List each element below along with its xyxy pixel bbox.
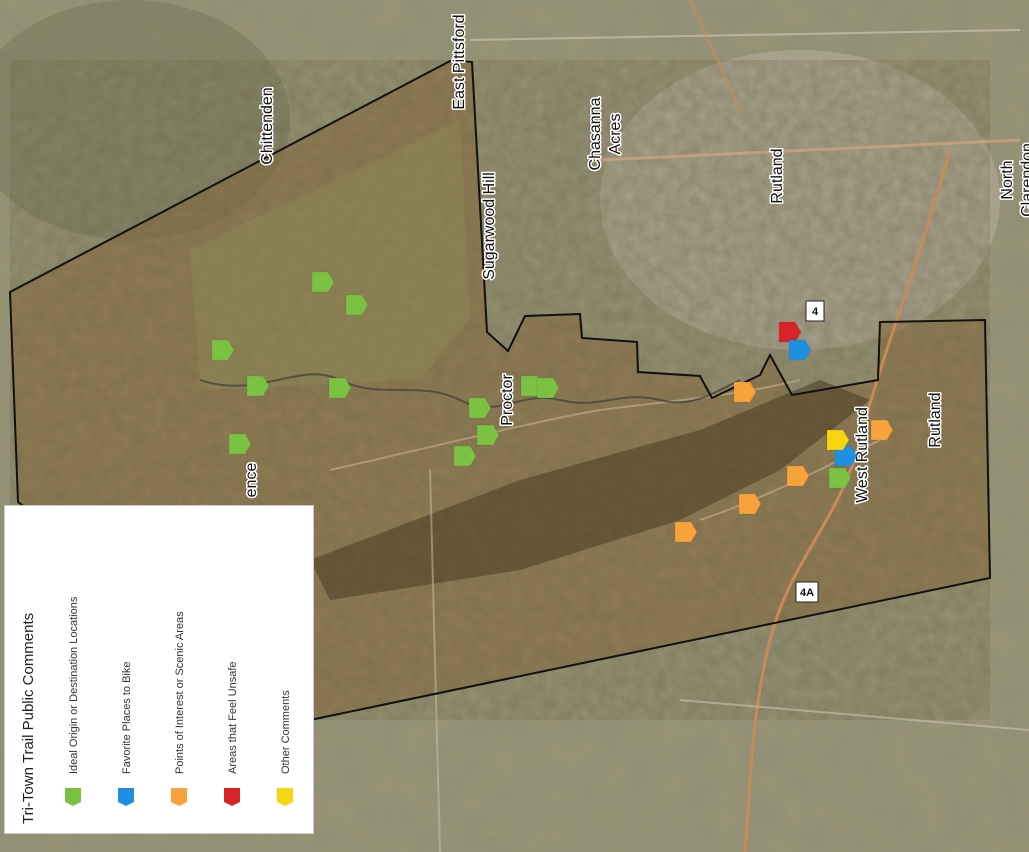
forest-area: [0, 0, 290, 240]
road-us7: [743, 149, 952, 852]
svg-text:Rutland: Rutland: [927, 392, 944, 447]
legend-marker-icon: [224, 788, 240, 806]
road-north: [689, 0, 741, 111]
svg-text:ence: ence: [243, 463, 260, 498]
legend-marker-icon: [277, 788, 293, 806]
marker-favorite-bike[interactable]: [788, 339, 812, 361]
comment-markers: [211, 271, 894, 543]
legend-item-label: Favorite Places to Bike: [121, 662, 133, 775]
road-us4-north: [599, 138, 1021, 162]
us4-shield: 4: [805, 300, 825, 322]
label-rutland-city: Rutland Rutland: [768, 147, 788, 205]
svg-text:Chasanna: Chasanna: [587, 97, 604, 170]
marker-ideal-origin[interactable]: [476, 424, 500, 446]
svg-text:Sugarwood Hill: Sugarwood Hill: [481, 172, 498, 280]
marker-points-interest[interactable]: [733, 381, 757, 403]
legend-items: Ideal Origin or Destination Locations Fav…: [65, 596, 293, 806]
road-south: [679, 699, 1029, 731]
study-area-boundary: [8, 58, 992, 722]
marker-points-interest[interactable]: [786, 465, 810, 487]
svg-text:Clarendon: Clarendon: [1019, 143, 1029, 217]
legend-marker-icon: [65, 788, 81, 806]
marker-ideal-origin[interactable]: [453, 445, 477, 467]
legend-item-text: Favorite Places to Bike: [121, 662, 133, 775]
marker-unsafe[interactable]: [778, 321, 802, 343]
label-chasanna-acres-2: Acres Acres: [606, 112, 626, 156]
svg-text:North: North: [999, 160, 1016, 199]
label-north-clarendon: North North: [998, 159, 1018, 201]
legend-marker-icon: [171, 788, 187, 806]
svg-text:ence: ence: [243, 463, 260, 498]
svg-text:West Rutland: West Rutland: [854, 407, 871, 503]
legend-marker-icon: [118, 788, 134, 806]
road-southwest: [429, 469, 441, 852]
marker-points-interest[interactable]: [674, 521, 698, 543]
label-chasanna-acres: Chasanna Chasanna: [586, 96, 606, 172]
marker-ideal-origin[interactable]: [468, 397, 492, 419]
svg-text:East Pittsford: East Pittsford: [451, 14, 468, 109]
svg-text:Rutland: Rutland: [769, 148, 786, 203]
label-rutland-town: Rutland Rutland: [926, 391, 946, 449]
svg-text:Proctor: Proctor: [499, 374, 516, 426]
marker-ideal-origin[interactable]: [536, 377, 560, 399]
label-sugarwood-hill: Sugarwood Hill Sugarwood Hill: [480, 171, 500, 282]
marker-ideal-origin[interactable]: [211, 339, 235, 361]
marker-ideal-origin[interactable]: [228, 433, 252, 455]
legend-item-text: Areas that Feel Unsafe: [227, 661, 239, 774]
marker-other[interactable]: [826, 429, 850, 451]
river: [199, 373, 741, 409]
label-proctor: Proctor Proctor: [498, 372, 518, 427]
label-west-rutland: West Rutland West Rutland: [853, 406, 873, 505]
svg-text:Acres: Acres: [607, 114, 624, 155]
svg-text:Chittenden: Chittenden: [259, 87, 276, 164]
legend-canvas: Tri-Town Trail Public Comments Ideal Ori…: [20, 596, 293, 824]
svg-text:Rutland: Rutland: [927, 392, 944, 447]
legend-panel: Tri-Town Trail Public Comments Ideal Ori…: [4, 505, 314, 834]
label-east-pittsford: East Pittsford East Pittsford: [450, 13, 470, 111]
marker-favorite-bike[interactable]: [834, 445, 858, 467]
fields-area: [190, 120, 470, 390]
svg-text:Sugarwood Hill: Sugarwood Hill: [481, 172, 498, 280]
marker-ideal-origin[interactable]: [345, 294, 369, 316]
legend-item-text: Points of Interest or Scenic Areas: [174, 611, 186, 774]
marker-points-interest[interactable]: [870, 419, 894, 441]
legend-title-text: Tri-Town Trail Public Comments: [20, 613, 37, 824]
legend-item-label: Points of Interest or Scenic Areas: [174, 611, 186, 774]
legend-item-text: Other Comments: [280, 690, 292, 774]
legend-title: Tri-Town Trail Public Comments: [20, 613, 37, 824]
route4a-shield: 4A: [795, 581, 819, 603]
legend-item-label: Areas that Feel Unsafe: [227, 661, 239, 774]
marker-points-interest[interactable]: [738, 493, 762, 515]
marker-ideal-origin[interactable]: [311, 271, 335, 293]
label-north-clarendon-2: Clarendon Clarendon: [1018, 142, 1029, 219]
svg-text:Clarendon: Clarendon: [1019, 143, 1029, 217]
svg-text:Chittenden: Chittenden: [259, 87, 276, 164]
us4-shield-text: 4: [812, 306, 819, 318]
urban-area: [600, 50, 1000, 350]
legend-item-text: Ideal Origin or Destination Locations: [68, 596, 80, 774]
svg-text:Chasanna: Chasanna: [587, 97, 604, 170]
label-florence-partial: ence ence: [242, 461, 262, 499]
svg-text:Acres: Acres: [607, 114, 624, 155]
svg-text:West Rutland: West Rutland: [854, 407, 871, 503]
svg-text:North: North: [999, 160, 1016, 199]
label-chittenden: Chittenden Chittenden: [258, 86, 278, 166]
svg-text:Proctor: Proctor: [499, 374, 516, 426]
ridge-band: [310, 380, 870, 600]
legend-item-label: Ideal Origin or Destination Locations: [68, 596, 80, 774]
marker-ideal-origin[interactable]: [246, 375, 270, 397]
route4a-shield-text: 4A: [800, 587, 814, 599]
marker-ideal-origin[interactable]: [828, 467, 852, 489]
svg-text:East Pittsford: East Pittsford: [451, 14, 468, 109]
legend-item-label: Other Comments: [280, 690, 292, 774]
road: [469, 29, 1021, 41]
marker-ideal-origin[interactable]: [328, 377, 352, 399]
svg-text:Rutland: Rutland: [769, 148, 786, 203]
